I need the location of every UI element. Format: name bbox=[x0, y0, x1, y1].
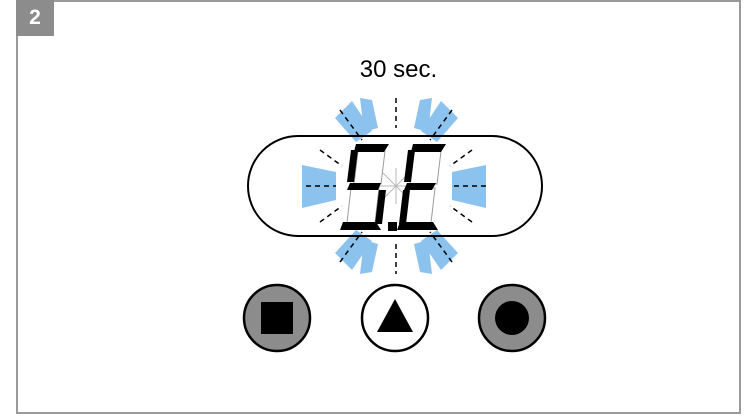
square-icon bbox=[261, 302, 293, 334]
circle-icon bbox=[495, 301, 529, 335]
blink-rays bbox=[302, 98, 486, 274]
segment-decimal-point bbox=[388, 222, 397, 231]
blink-ticks bbox=[306, 98, 486, 274]
triangle-up-icon bbox=[377, 299, 413, 332]
stop-button[interactable] bbox=[242, 283, 312, 353]
segment-digit-5 bbox=[340, 144, 389, 230]
segment-digit-e bbox=[397, 144, 446, 230]
timer-label: 30 sec. bbox=[359, 56, 438, 83]
step-number-badge: 2 bbox=[16, 0, 54, 36]
display-window bbox=[247, 135, 543, 237]
up-button[interactable] bbox=[360, 283, 430, 353]
record-button[interactable] bbox=[477, 283, 547, 353]
